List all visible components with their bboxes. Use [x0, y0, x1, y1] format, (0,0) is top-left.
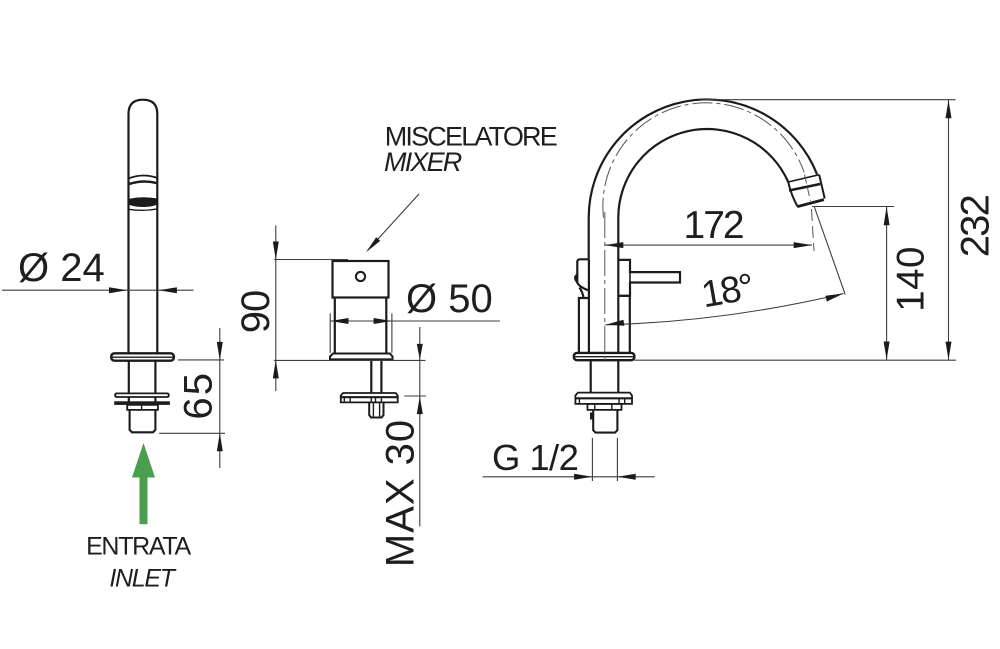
svg-text:MIXER: MIXER: [384, 147, 462, 177]
svg-text:ENTRATA: ENTRATA: [86, 533, 191, 561]
svg-text:INLET: INLET: [109, 565, 176, 593]
svg-text:G 1/2: G 1/2: [492, 437, 578, 478]
svg-text:18°: 18°: [698, 265, 755, 315]
svg-text:Ø 50: Ø 50: [406, 277, 493, 321]
svg-text:90: 90: [234, 291, 278, 334]
svg-text:MISCELATORE: MISCELATORE: [385, 122, 557, 152]
svg-text:140: 140: [890, 246, 933, 312]
svg-text:65: 65: [177, 371, 221, 420]
svg-text:MAX 30: MAX 30: [379, 419, 423, 567]
svg-text:172: 172: [684, 204, 743, 247]
svg-text:232: 232: [954, 195, 998, 257]
svg-text:Ø 24: Ø 24: [18, 246, 105, 290]
